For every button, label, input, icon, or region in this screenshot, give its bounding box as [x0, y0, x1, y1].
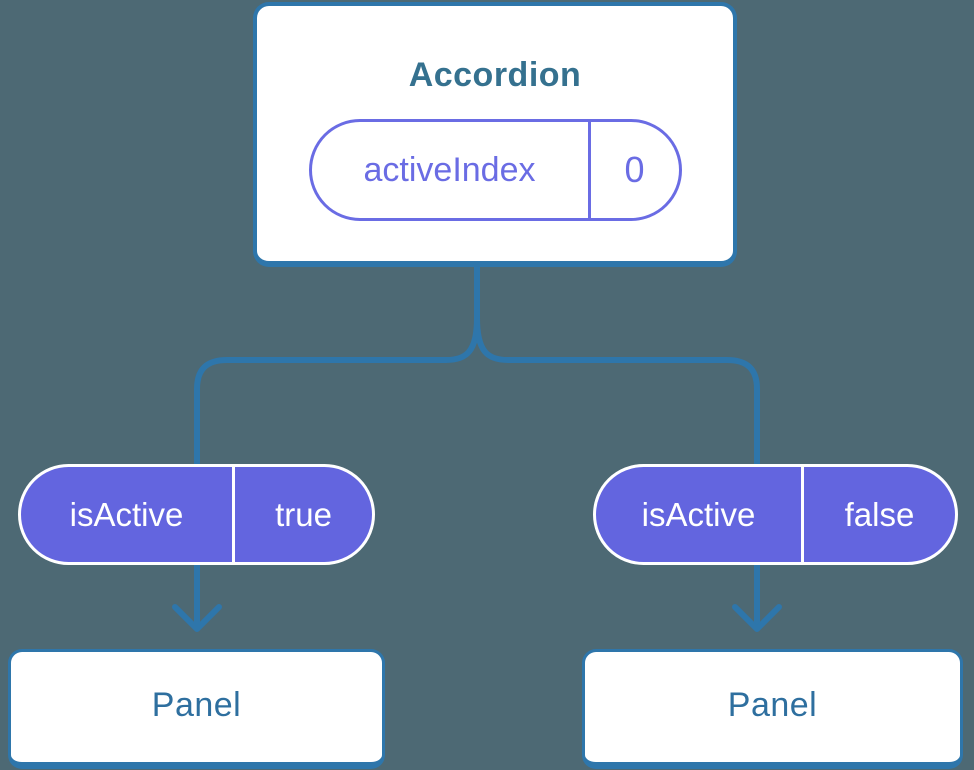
- prop-pill-name: isActive: [69, 495, 184, 533]
- accordion-component-card: Accordion activeIndex 0: [253, 2, 737, 267]
- prop-pill-value: true: [275, 495, 332, 533]
- component-title: Accordion: [408, 56, 582, 94]
- prop-pill-value: false: [844, 495, 915, 533]
- prop-pill-isactive-true: isActive true: [18, 464, 375, 565]
- left-arrow-down-icon: [172, 604, 222, 632]
- prop-pill-isactive-false: isActive false: [593, 464, 958, 565]
- panel-component-card: Panel: [582, 649, 963, 769]
- pill-divider: [232, 467, 235, 562]
- state-pill-name: activeIndex: [363, 150, 536, 189]
- component-title: Panel: [151, 685, 242, 724]
- state-pill-value: 0: [624, 149, 645, 190]
- right-branch-line: [474, 315, 760, 627]
- panel-component-card: Panel: [8, 649, 385, 769]
- component-title: Panel: [727, 685, 818, 724]
- right-arrow-down-icon: [732, 604, 782, 632]
- state-pill: activeIndex 0: [308, 119, 682, 221]
- pill-divider: [801, 467, 804, 562]
- left-branch-line: [194, 315, 480, 627]
- prop-pill-name: isActive: [641, 495, 756, 533]
- pill-divider: [587, 122, 591, 218]
